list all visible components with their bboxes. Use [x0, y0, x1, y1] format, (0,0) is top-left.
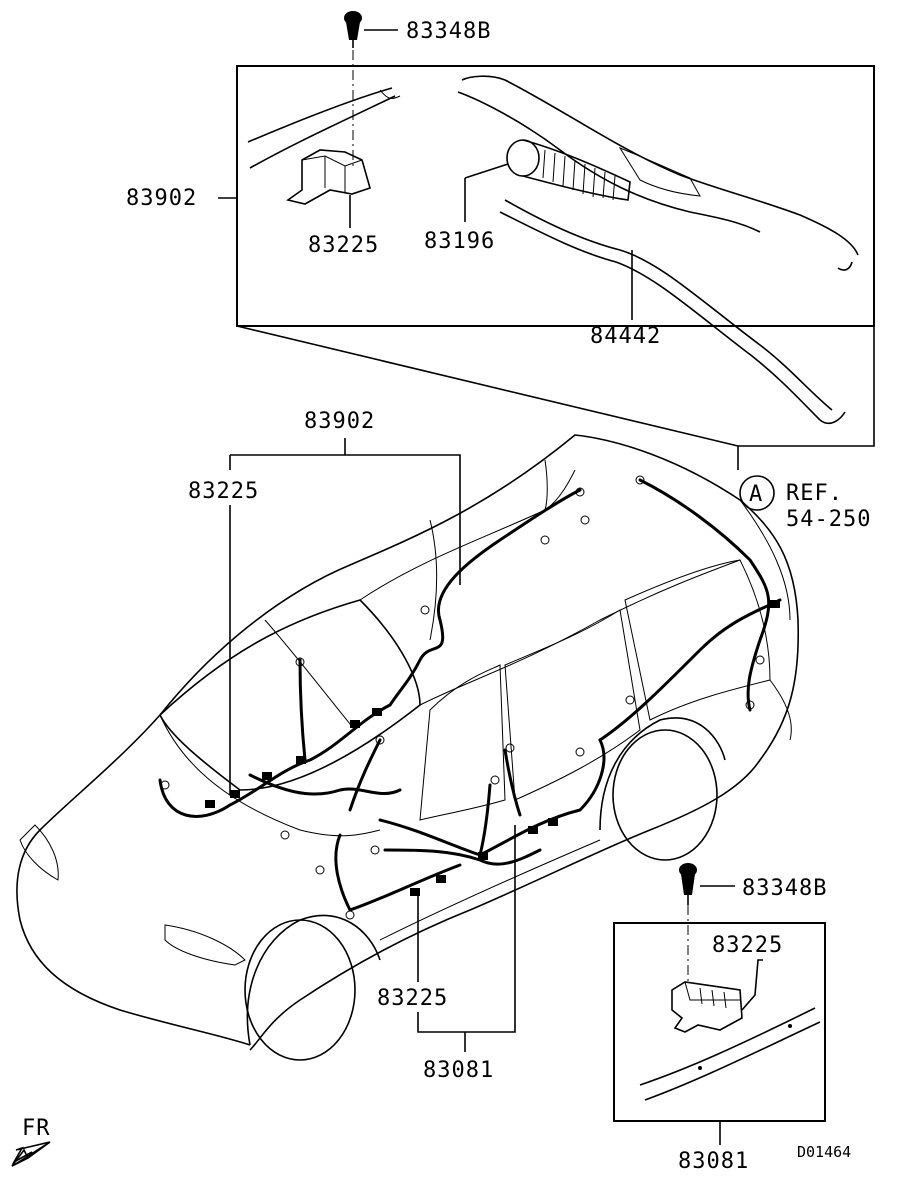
clip-bracket-bottom — [671, 959, 763, 1033]
ref-text-2: 54-250 — [786, 507, 871, 532]
label-83081-bottom: 83081 — [678, 1149, 749, 1174]
label-83081-main: 83081 — [423, 1058, 494, 1083]
label-83902-main: 83902 — [304, 409, 375, 434]
wiring-harness — [158, 475, 782, 920]
drawing-number: D01464 — [797, 1143, 851, 1161]
label-83225-floor: 83225 — [377, 986, 448, 1011]
floor-panel-lines — [639, 1007, 821, 1101]
label-83902-top: 83902 — [126, 186, 197, 211]
screw-icon-bottom — [679, 863, 735, 985]
label-84442: 84442 — [590, 324, 661, 349]
label-83348b-bottom: 83348B — [742, 876, 827, 901]
top-detail-callout — [236, 325, 875, 447]
harness-cover — [457, 75, 859, 425]
label-83225-main: 83225 — [188, 479, 259, 504]
clip-bracket-top — [286, 149, 371, 228]
vehicle-body — [16, 434, 800, 1061]
grommet — [464, 139, 631, 222]
label-83348b-top: 83348B — [406, 19, 491, 44]
screw-icon-top — [344, 11, 398, 170]
label-83225-bottom: 83225 — [712, 933, 783, 958]
top-detail-frame — [236, 65, 875, 327]
label-83225-top: 83225 — [308, 233, 379, 258]
front-arrow-icon — [11, 1141, 51, 1167]
main-leaders — [229, 438, 516, 1052]
label-83196: 83196 — [424, 229, 495, 254]
ref-circle — [739, 475, 775, 511]
ref-circle-letter: A — [749, 482, 763, 507]
ref-text-1: REF. — [786, 481, 843, 506]
roof-edge-lines — [247, 87, 401, 169]
direction-label: FR — [22, 1116, 51, 1141]
